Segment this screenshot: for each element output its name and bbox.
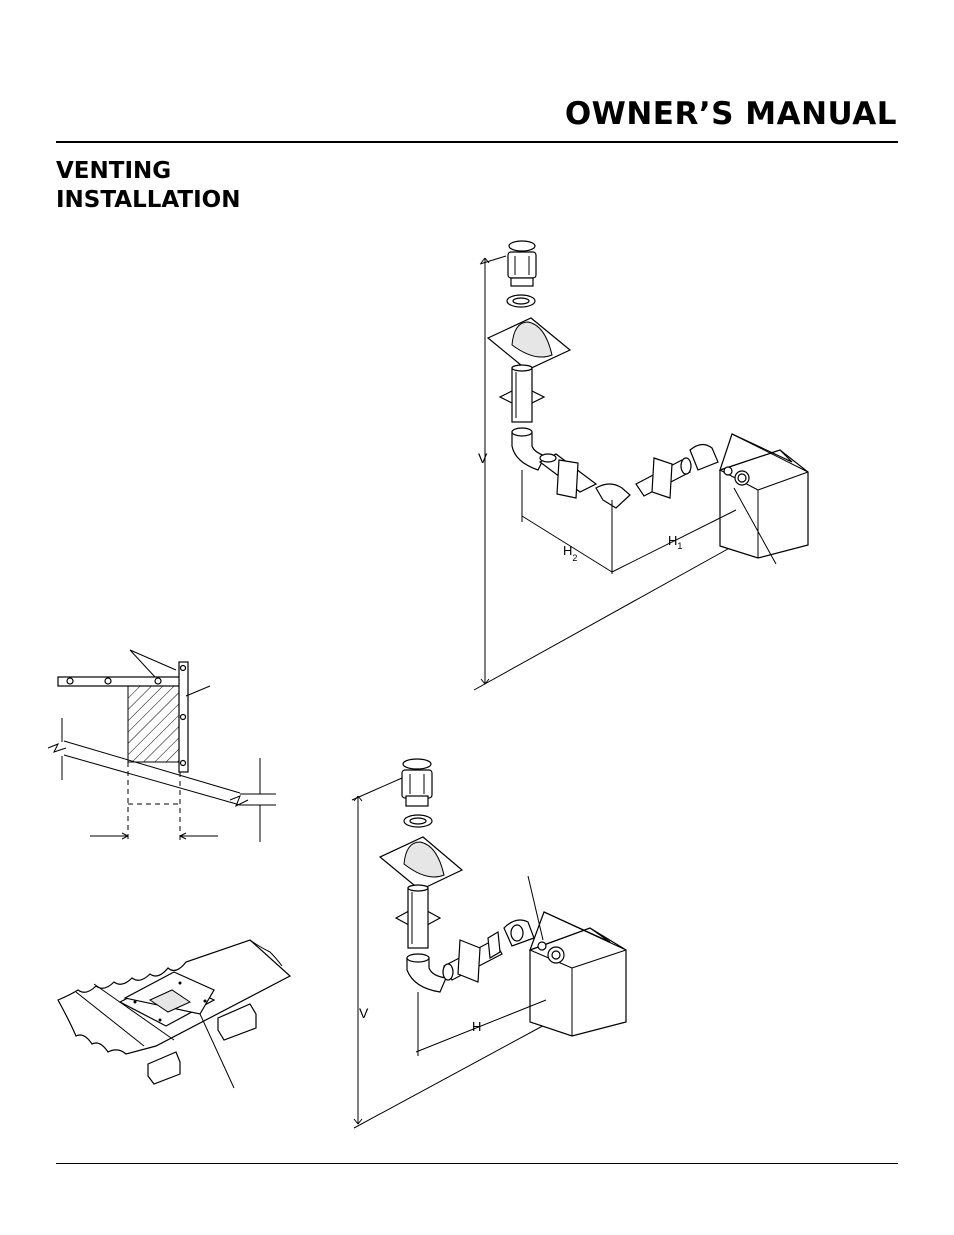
horizontal-vent-pipe	[443, 932, 502, 982]
vertical-dimension-line	[352, 778, 550, 1128]
roof-flashing-plate	[380, 837, 462, 890]
vent-elbow	[407, 954, 446, 992]
appliance-unit	[530, 912, 626, 1036]
h-dimension-label: H	[472, 1019, 481, 1034]
footer-divider	[56, 1163, 898, 1164]
vertical-vent-pipe	[396, 885, 440, 948]
vertical-dimension-label: V	[359, 1005, 369, 1021]
vent-elbow	[504, 920, 534, 946]
vent-termination-cap	[402, 759, 432, 806]
